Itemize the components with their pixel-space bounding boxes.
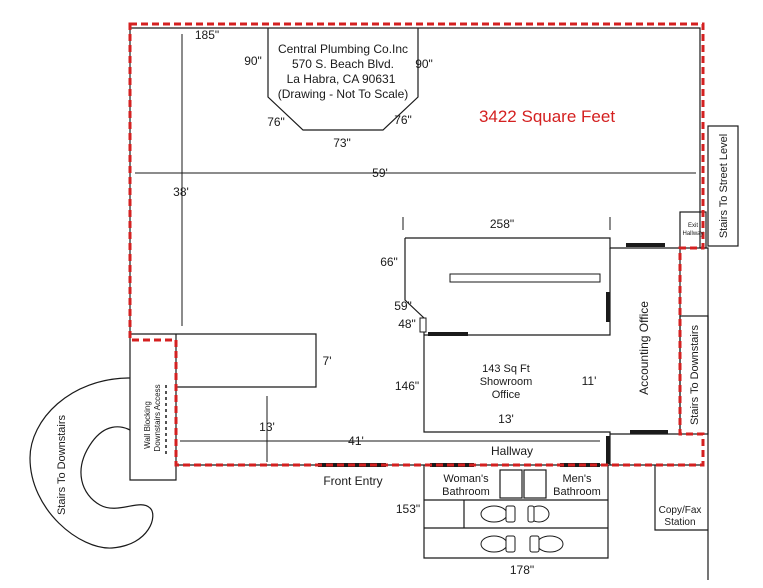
toilet-4 — [536, 535, 564, 553]
front-entry-label: Front Entry — [323, 474, 382, 488]
drawing-note: (Drawing - Not To Scale) — [278, 87, 409, 101]
dim-bath-width: 178" — [510, 563, 534, 577]
dim-bath-depth: 153" — [396, 502, 420, 516]
dim-showroom-depth: 146" — [395, 379, 419, 393]
copy-fax-walls — [654, 465, 708, 531]
office-counter — [449, 273, 601, 283]
toilet-1 — [480, 505, 508, 523]
showroom-top-wall — [424, 248, 611, 336]
stairs-to-downstairs-right-label: Stairs To Downstairs — [689, 324, 701, 425]
dim-office-diag: 59" — [394, 299, 412, 313]
showroom-area: 143 Sq Ft — [482, 363, 530, 375]
stairs-to-street-box — [707, 125, 739, 247]
spiral-stairs — [29, 377, 154, 549]
toilet-1-tank — [505, 505, 516, 523]
dim-overall-width: 59' — [372, 166, 388, 180]
stairs-to-street-label: Stairs To Street Level — [718, 134, 730, 238]
left-wing-walls — [176, 333, 317, 388]
bathroom-walls — [423, 465, 609, 559]
leased-area-boundary — [128, 22, 705, 467]
dim-top-width: 185" — [195, 28, 219, 42]
copy-fax-label-1: Copy/Fax — [659, 505, 702, 516]
company-name: Central Plumbing Co.Inc — [278, 42, 408, 56]
mens-stall-1 — [523, 469, 547, 499]
showroom-name: Showroom — [480, 376, 533, 388]
bay-window-walls — [267, 28, 419, 131]
showroom-office: Office — [492, 389, 521, 401]
stairs-to-downstairs-left-label: Stairs To Downstairs — [56, 414, 68, 515]
dim-bay-bottom: 73" — [333, 136, 351, 150]
toilet-2-tank — [527, 505, 535, 523]
copy-fax-label-2: Station — [664, 517, 695, 528]
womens-bathroom-label-2: Bathroom — [442, 486, 490, 498]
mens-bathroom-label-2: Bathroom — [553, 486, 601, 498]
dim-wing-depth: 7' — [323, 354, 332, 368]
toilet-3-tank — [505, 535, 516, 553]
hallway-label: Hallway — [491, 444, 533, 458]
dim-bay-right: 90" — [415, 57, 433, 71]
dim-wing-width: 13' — [259, 420, 275, 434]
womens-bathroom-label-1: Woman's — [443, 473, 489, 485]
area-label: 3422 Square Feet — [479, 107, 615, 126]
wall-blocking-label-1: Wall Blocking — [143, 401, 152, 449]
dim-showroom-width: 13' — [498, 412, 514, 426]
exit-hallway-label-2: Hallway — [682, 231, 703, 237]
dim-bay-diag-right: 76" — [394, 113, 412, 127]
mens-bathroom-label-1: Men's — [563, 473, 592, 485]
exit-hallway-label-1: Exit — [688, 223, 698, 229]
dim-bay-left: 90" — [244, 54, 262, 68]
dim-office-width: 258" — [490, 217, 514, 231]
womens-stall-1 — [499, 469, 523, 499]
dim-bay-diag-left: 76" — [267, 115, 285, 129]
dim-overall-depth: 38' — [173, 185, 189, 199]
accounting-office-label: Accounting Office — [637, 301, 651, 395]
dim-office-notch: 48" — [398, 317, 416, 331]
dim-hall-length: 41' — [348, 434, 364, 448]
toilet-4-tank — [529, 535, 540, 553]
dim-office-height: 66" — [380, 255, 398, 269]
company-city: La Habra, CA 90631 — [287, 72, 396, 86]
office-notch — [419, 317, 427, 333]
dim-showroom-inner: 11' — [582, 374, 597, 388]
main-floor-walls — [129, 27, 701, 335]
toilet-3 — [480, 535, 508, 553]
wall-blocking-label-2: Downstairs Access — [153, 384, 162, 451]
company-street: 570 S. Beach Blvd. — [292, 57, 394, 71]
exit-hallway-box — [679, 211, 707, 249]
